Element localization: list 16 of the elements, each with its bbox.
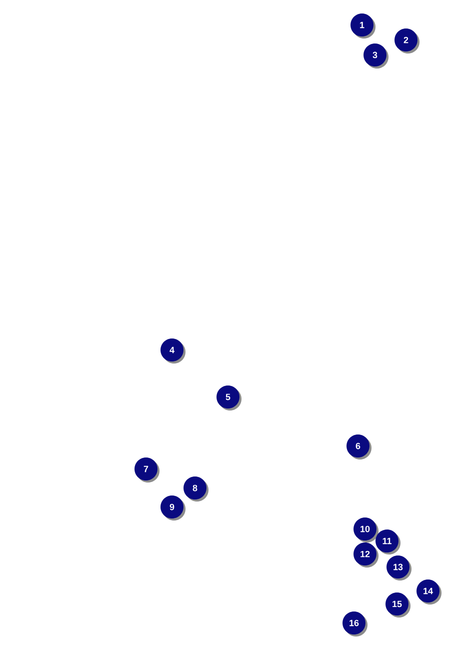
callout-number: 3	[364, 44, 388, 68]
callout-number: 7	[134, 458, 160, 482]
callout-number: 11	[376, 530, 400, 554]
callout-number: 4	[160, 338, 186, 364]
callout-number: 6	[346, 434, 372, 460]
callout-number: 2	[394, 28, 420, 54]
callout-number: 14	[416, 580, 442, 604]
callout-number: 8	[184, 476, 208, 502]
callout-number: 5	[216, 386, 242, 410]
callout-number: 12	[354, 542, 378, 568]
callout-number: 16	[342, 612, 368, 636]
callout-number: 9	[160, 496, 186, 520]
callout-number: 13	[386, 556, 412, 580]
callout-number: 1	[350, 14, 376, 38]
callout-number: 15	[386, 592, 410, 618]
callout-number: 10	[354, 518, 378, 542]
